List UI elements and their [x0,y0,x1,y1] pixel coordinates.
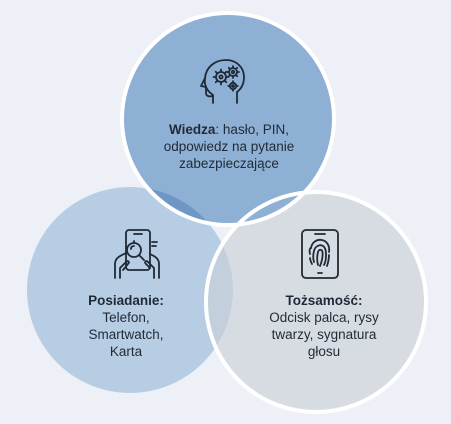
possession-title: Posiadanie: [88,293,164,308]
knowledge-title: Wiedza [169,122,216,137]
possession-line-3: Karta [109,344,143,359]
possession-line-2: Smartwatch, [88,327,164,342]
circle-possession [27,187,233,393]
identity-label: Tożsamość: Odcisk palca, rysy twarzy, sy… [254,292,394,360]
knowledge-title-suffix: : hasło, PIN, [215,122,289,137]
knowledge-label: Wiedza: hasło, PIN, odpowiedz na pytanie… [150,121,308,172]
knowledge-line-1: odpowiedz na pytanie [163,139,295,154]
identity-line-1: Odcisk palca, rysy [269,310,379,325]
outline-knowledge [120,11,336,227]
circle-knowledge [122,13,334,225]
identity-line-2: twarzy, sygnatura [271,327,377,342]
circle-identity [206,192,426,412]
phone-hand-icon [112,228,162,280]
possession-label: Posiadanie: Telefon, Smartwatch, Karta [70,292,182,360]
outline-identity [204,190,428,414]
knowledge-line-2: zabezpieczające [179,156,279,171]
identity-title: Tożsamość: [285,293,363,308]
possession-line-1: Telefon, [102,310,150,325]
fingerprint-phone-icon [298,228,342,280]
head-gears-icon [199,56,249,106]
identity-line-3: głosu [307,344,341,359]
